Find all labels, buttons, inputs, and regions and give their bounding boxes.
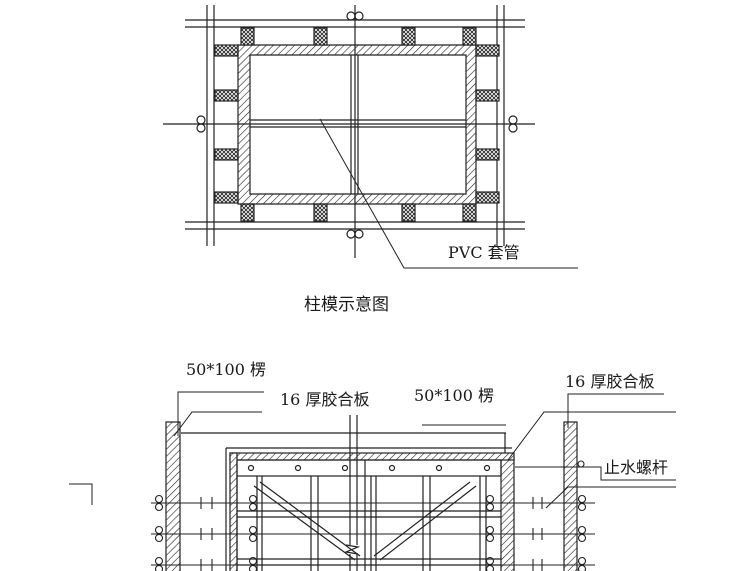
pvc-leader-line bbox=[319, 118, 578, 269]
waterstop-nuts bbox=[154, 460, 587, 571]
inner-plywood-top bbox=[229, 452, 515, 461]
diagonal-brace bbox=[379, 485, 477, 561]
diagonal-brace bbox=[259, 481, 361, 557]
figure-caption: 柱模示意图 bbox=[304, 295, 389, 315]
plan-view bbox=[163, 5, 578, 269]
bolt-nut-top bbox=[346, 11, 364, 21]
plywood-panel-mid-right bbox=[500, 457, 515, 571]
plywood-panel-right bbox=[563, 421, 578, 571]
inner-plywood-left bbox=[229, 452, 238, 571]
plywood-label-left: 16 厚胶合板 bbox=[280, 390, 370, 409]
leader-lines bbox=[173, 391, 676, 509]
pvc-sleeve-label: PVC 套管 bbox=[448, 243, 520, 262]
diagonal-brace bbox=[253, 485, 356, 561]
batten-holes bbox=[247, 464, 491, 472]
waterstop-bolt-label: 止水螺杆 bbox=[604, 458, 669, 477]
break-symbol bbox=[343, 544, 361, 555]
plywood-panel-left bbox=[165, 421, 181, 571]
section-mark bbox=[69, 483, 93, 505]
plywood-label-right: 16 厚胶合板 bbox=[565, 372, 655, 391]
waterstop-bolts bbox=[151, 497, 595, 571]
bolt-nut-bottom bbox=[346, 229, 364, 239]
bolt-nut-right bbox=[508, 115, 518, 133]
timber-battens bbox=[214, 27, 500, 222]
batten-label-left: 50*100 楞 bbox=[186, 360, 266, 379]
bolt-nut-left bbox=[196, 115, 206, 133]
batten-label-right: 50*100 楞 bbox=[414, 386, 494, 405]
inner-batten-band bbox=[236, 459, 502, 477]
section-view bbox=[69, 391, 676, 571]
diagonal-brace bbox=[373, 481, 471, 557]
